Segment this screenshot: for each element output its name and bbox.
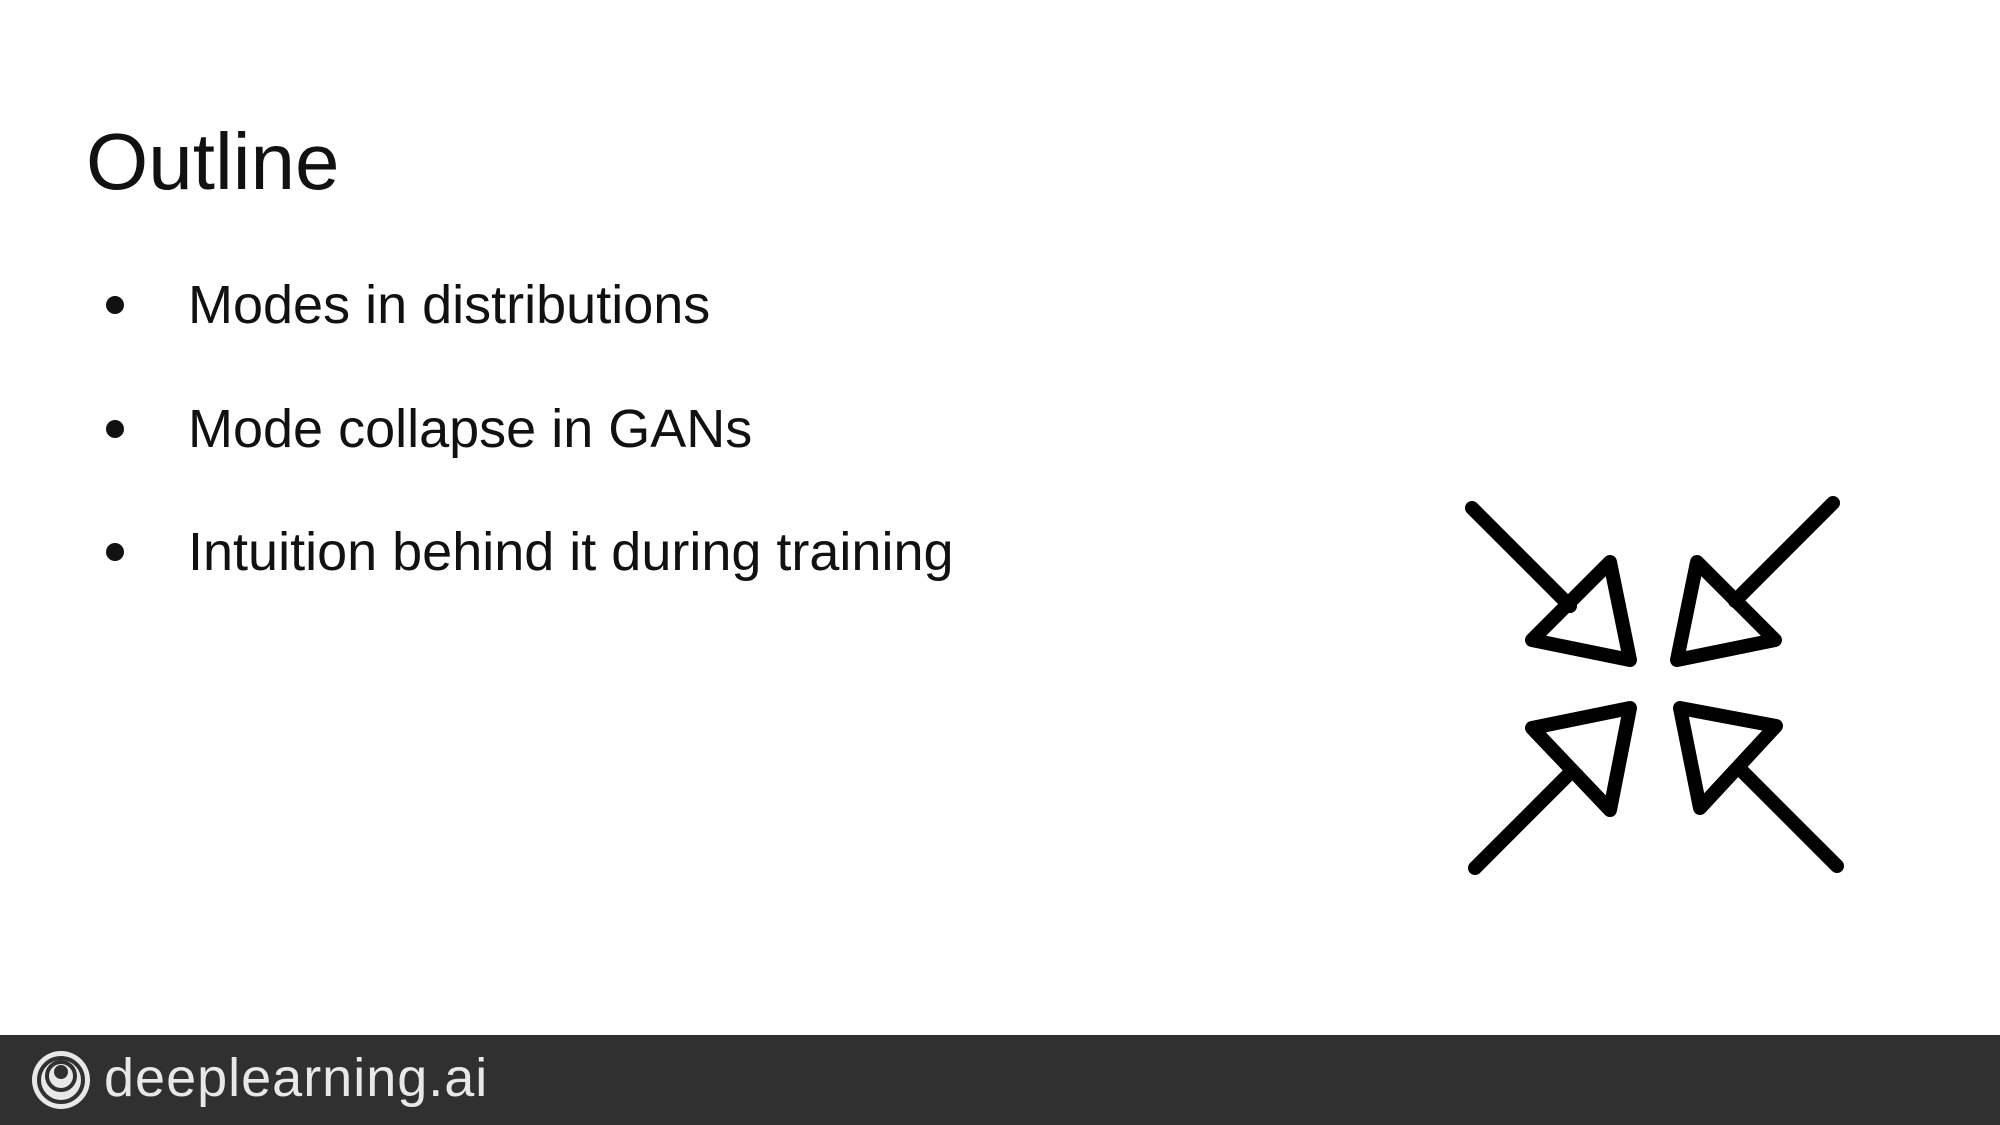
bullet-text: Mode collapse in GANs bbox=[188, 399, 753, 459]
bullet-item: Mode collapse in GANs bbox=[106, 394, 752, 464]
arrow-bottom-right-icon bbox=[1673, 701, 1844, 873]
arrow-top-left-icon bbox=[1465, 501, 1637, 667]
bullet-dot-icon bbox=[106, 296, 124, 314]
bullet-dot-icon bbox=[106, 420, 124, 438]
deeplearning-logo-icon bbox=[32, 1051, 90, 1109]
arrow-top-right-icon bbox=[1670, 496, 1840, 667]
bullet-text: Modes in distributions bbox=[188, 275, 711, 335]
arrow-bottom-left-icon bbox=[1468, 701, 1637, 875]
bullet-item: Modes in distributions bbox=[106, 270, 710, 340]
footer-bar: deeplearning.ai bbox=[0, 1035, 2000, 1125]
collapse-arrows-icon bbox=[1465, 496, 1844, 875]
bullet-text: Intuition behind it during training bbox=[188, 522, 954, 582]
bullet-item: Intuition behind it during training bbox=[106, 517, 954, 587]
slide-title: Outline bbox=[86, 117, 340, 206]
brand-wordmark: deeplearning.ai bbox=[104, 1048, 489, 1108]
bullet-dot-icon bbox=[106, 543, 124, 561]
